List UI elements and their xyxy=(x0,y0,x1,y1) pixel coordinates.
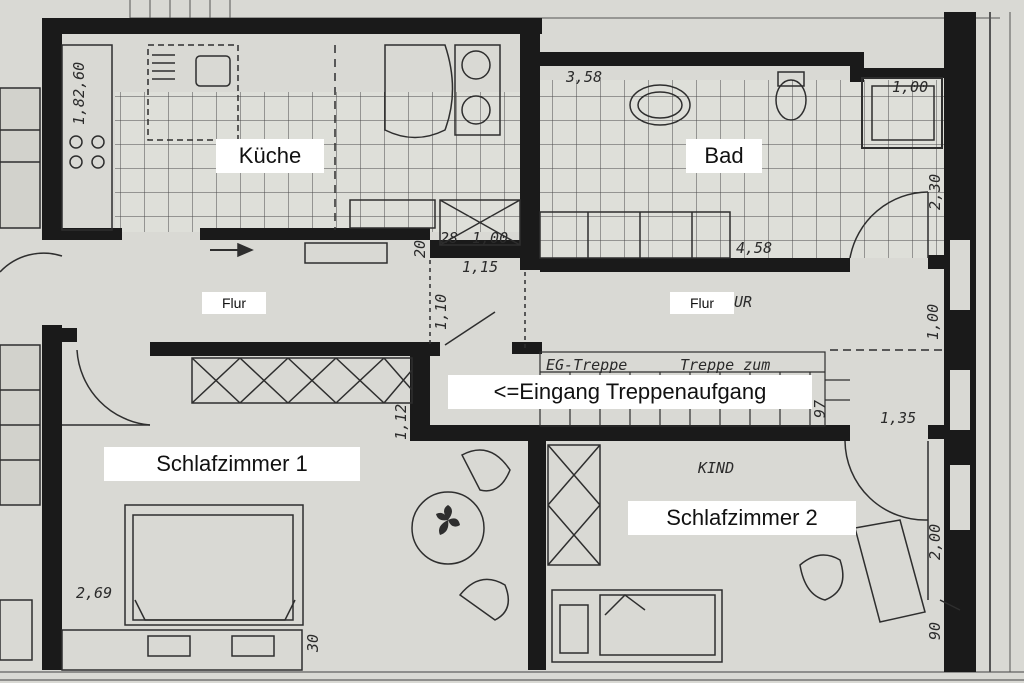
dim-right5: 90 xyxy=(926,622,944,640)
room-label-schlafzimmer1: Schlafzimmer 1 xyxy=(104,447,360,481)
room-label-bad: Bad xyxy=(686,139,762,173)
dim-flur2: 1,15 xyxy=(462,258,498,276)
bath-fixtures xyxy=(539,71,943,259)
dim-right6: 97 xyxy=(811,400,829,418)
stair-label-eg: EG-Treppe xyxy=(546,356,627,374)
flower-icon xyxy=(436,505,460,535)
schlafzimmer1-furniture xyxy=(61,349,511,671)
walls xyxy=(42,18,948,670)
kind-label: KIND xyxy=(697,459,734,477)
room-label-kueche: Küche xyxy=(216,139,324,173)
room-label-schlafzimmer2: Schlafzimmer 2 xyxy=(628,501,856,535)
exterior-left-elements xyxy=(0,87,41,661)
dim-right2: 1,00 xyxy=(924,304,942,340)
flur-elements xyxy=(0,242,945,351)
exterior-right-wall xyxy=(944,12,1011,672)
dim-kueche: 1,82,60 xyxy=(70,62,88,125)
dim-right4: 2,00 xyxy=(926,524,944,560)
dim-bad-w2: 4,58 xyxy=(736,239,772,257)
dim-sz1: 1,12 xyxy=(392,404,410,440)
room-label-flur-left: Flur xyxy=(202,292,266,314)
dim-small3: 1,00 xyxy=(472,229,508,247)
room-label-eingang: <=Eingang Treppenaufgang xyxy=(448,375,812,409)
dim-small2: 28 xyxy=(440,229,458,247)
kitchen-fixtures xyxy=(61,44,521,246)
bottom-edge-strip xyxy=(0,671,1024,681)
schlafzimmer2-furniture xyxy=(547,440,961,663)
dim-bad-w: 3,58 xyxy=(565,68,602,86)
dim-shower: 1,00 xyxy=(892,78,928,96)
stair-label-treppe: Treppe zum xyxy=(680,356,770,374)
room-label-flur-right: Flur xyxy=(670,292,734,314)
dim-sz3: 30 xyxy=(304,634,322,653)
dim-sz2: 2,69 xyxy=(76,584,112,602)
dim-flur1: 1,10 xyxy=(432,294,450,330)
dim-right3: 1,35 xyxy=(880,409,916,427)
dimension-annotations: 3,58 4,58 1,82,60 1,10 1,15 2,30 1,00 1,… xyxy=(70,62,944,653)
ur-label: UR xyxy=(734,293,752,311)
dim-right1: 2,30 xyxy=(926,174,944,210)
dim-small1: 20 xyxy=(411,240,429,258)
